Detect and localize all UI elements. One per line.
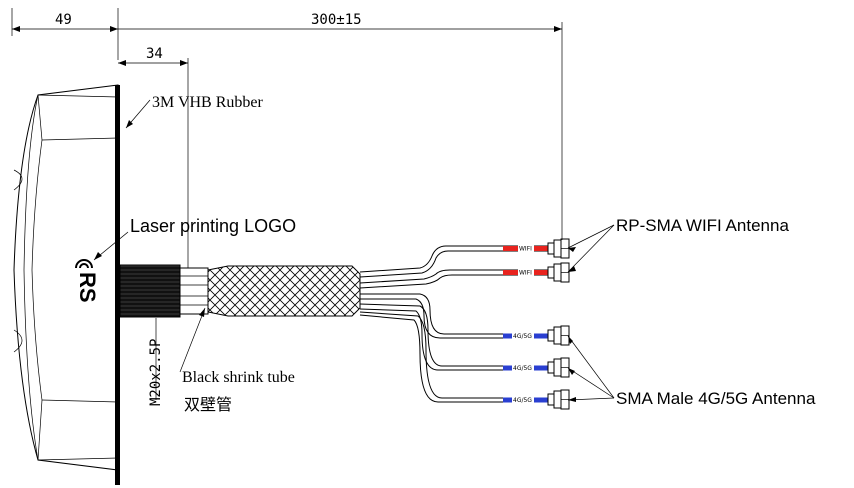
wifi-antenna-label: RP-SMA WIFI Antenna — [616, 216, 789, 235]
dimension-cable-length: 300±15 — [117, 8, 563, 240]
sma-connector-2 — [547, 357, 570, 378]
cell-tag-3: 4G/5G — [513, 397, 532, 404]
svg-text:RS: RS — [75, 272, 100, 303]
sma-connector-3 — [547, 389, 570, 410]
threaded-connector — [119, 264, 209, 318]
dim-300-label: 300±15 — [311, 12, 362, 28]
rp-sma-connector-2 — [547, 262, 570, 283]
wifi-tag-1: WIFI — [519, 246, 532, 253]
antenna-housing — [13, 84, 119, 471]
cable-bundle — [359, 245, 548, 403]
cell-antenna-callout: SMA Male 4G/5G Antenna — [567, 335, 816, 408]
dimension-thread-offset: 34 — [118, 46, 189, 268]
shrink-tube — [207, 265, 361, 317]
cell-antenna-label: SMA Male 4G/5G Antenna — [616, 389, 816, 408]
sma-connector-1 — [547, 325, 570, 346]
wifi-antenna-callout: RP-SMA WIFI Antenna — [567, 216, 789, 273]
wifi-tag-2: WIFI — [519, 270, 532, 277]
cable-tags: WIFI WIFI 4G/5G 4G/5G 4G/5G — [503, 245, 548, 404]
shrink-tube-label: Black shrink tube — [182, 369, 295, 386]
thread-spec-label: M20x2.5P — [148, 339, 164, 406]
rp-sma-connector-1 — [547, 238, 570, 259]
cell-tag-1: 4G/5G — [513, 333, 532, 340]
shrink-tube-callout: Black shrink tube 双壁管 — [179, 307, 295, 414]
cell-tag-2: 4G/5G — [513, 365, 532, 372]
laser-logo-label: Laser printing LOGO — [130, 216, 296, 236]
dimension-body-width: 49 — [11, 8, 118, 36]
rubber-pad — [115, 85, 120, 485]
dim-49-label: 49 — [55, 12, 72, 28]
shrink-tube-cn-label: 双壁管 — [184, 395, 232, 414]
logo-callout: Laser printing LOGO — [93, 216, 296, 261]
rubber-callout: 3M VHB Rubber — [125, 94, 263, 129]
dim-34-label: 34 — [146, 46, 163, 62]
thread-dimension: M20x2.5P — [148, 318, 164, 406]
rubber-label: 3M VHB Rubber — [152, 94, 263, 111]
